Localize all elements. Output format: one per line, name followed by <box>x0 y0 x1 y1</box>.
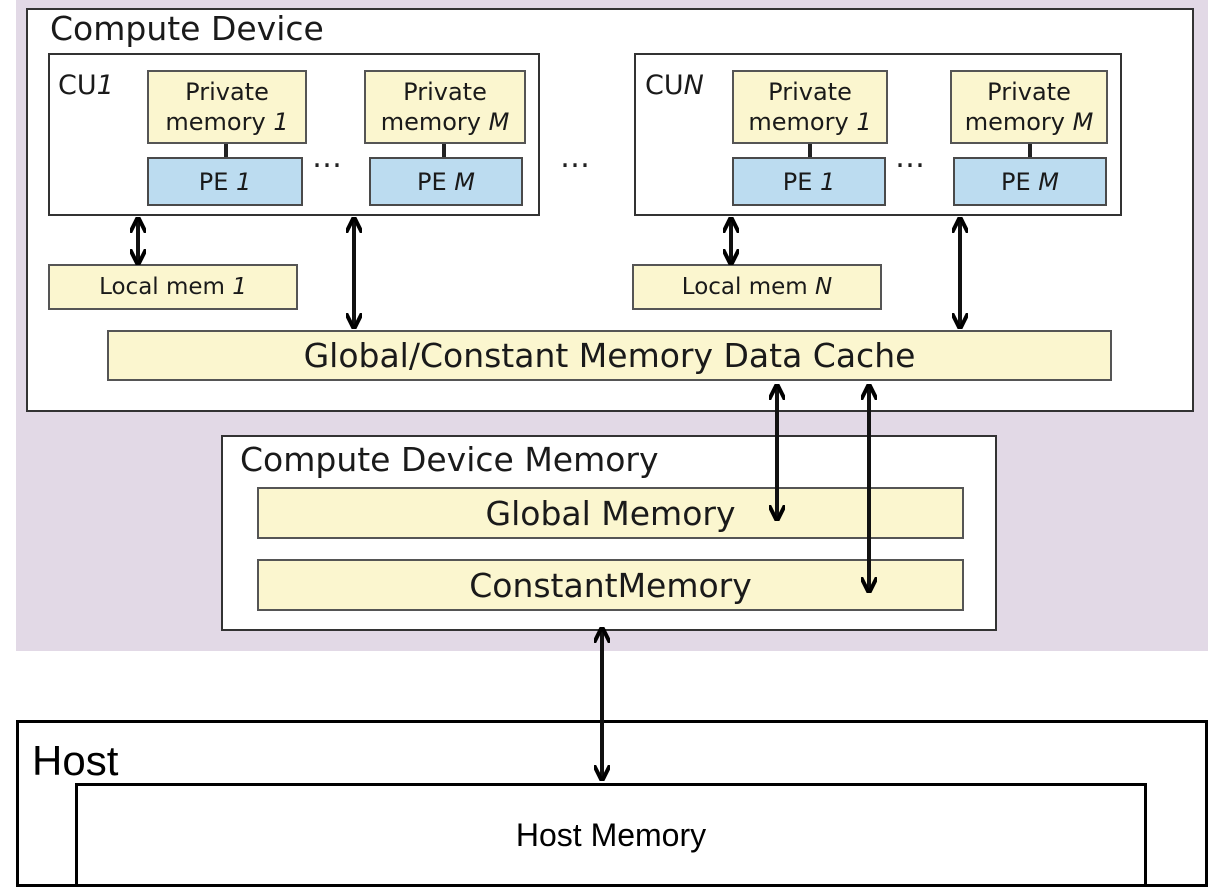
cu1-pe-m: PE M <box>369 157 523 206</box>
host-memory: Host Memory <box>75 783 1147 887</box>
global-constant-data-cache: Global/Constant Memory Data Cache <box>107 330 1112 381</box>
compute-unit-1-label: CU1 <box>58 70 114 101</box>
cun-pe-m: PE M <box>953 157 1107 206</box>
compute-device-memory-title: Compute Device Memory <box>240 440 659 479</box>
cu1-pe-ellipsis: … <box>312 140 344 175</box>
cun-pe-ellipsis: … <box>895 140 927 175</box>
global-memory: Global Memory <box>257 487 964 539</box>
compute-device-title: Compute Device <box>50 9 324 48</box>
cu1-pe1-connector <box>224 144 228 158</box>
local-memory-1: Local mem 1 <box>48 264 298 310</box>
compute-unit-n-label: CUN <box>645 70 704 101</box>
constant-memory: ConstantMemory <box>257 559 964 611</box>
cu1-pem-connector <box>442 144 446 158</box>
cun-pem-connector <box>1028 144 1032 158</box>
cun-pe1-connector <box>808 144 812 158</box>
local-memory-n: Local mem N <box>632 264 882 310</box>
compute-units-ellipsis: … <box>560 140 592 175</box>
cun-pe-1: PE 1 <box>732 157 886 206</box>
cu1-pe-1: PE 1 <box>147 157 303 206</box>
host-title: Host <box>32 737 119 784</box>
